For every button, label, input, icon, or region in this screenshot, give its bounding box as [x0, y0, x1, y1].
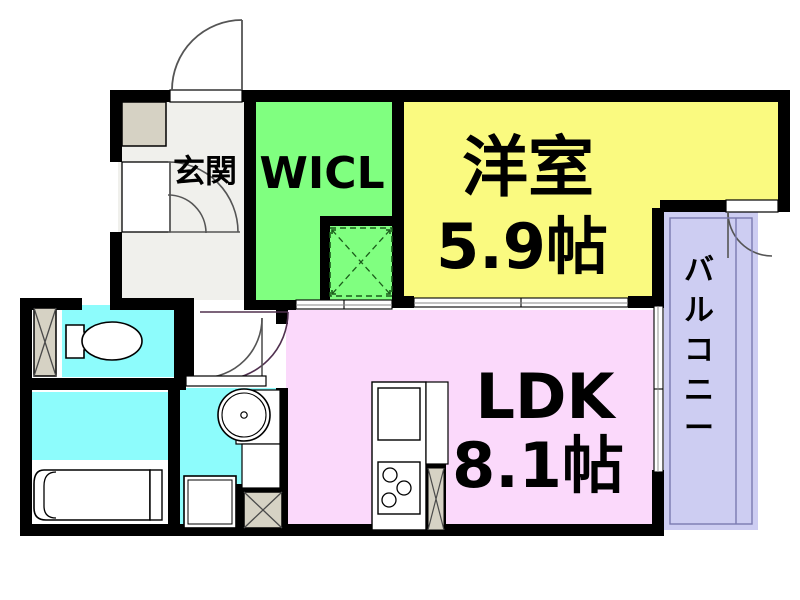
label-bedroom-name: 洋室 — [462, 129, 594, 206]
washroom-door-threshold — [185, 375, 267, 387]
wall-entrance-wicl — [244, 90, 256, 310]
entry-shoe-closet — [121, 101, 167, 147]
label-balcony-char-0: バ — [684, 253, 714, 288]
wall-bath-washroom — [168, 388, 180, 536]
label-balcony-char-4: ー — [684, 411, 714, 446]
label-balcony: バ ル コ ニ ー — [684, 253, 714, 446]
washbasin-fixture — [217, 388, 281, 489]
wall-bedroom-balcony — [652, 208, 664, 304]
wall-left-entrance-lower — [110, 232, 122, 310]
label-entrance: 玄関 — [173, 152, 237, 190]
wall-top-main — [256, 90, 790, 102]
openings — [121, 19, 779, 473]
wicl-storage-shelf — [329, 227, 393, 297]
ldk-balcony-sliding-door — [653, 305, 664, 473]
washroom-door-swing — [201, 317, 263, 379]
entrance-door-swing — [171, 19, 243, 91]
wall-toilet-right — [174, 298, 186, 390]
walls — [20, 90, 790, 536]
wall-wicl-shelf-top — [320, 216, 396, 226]
room-fill-bath — [32, 392, 172, 460]
wall-sanitary-left — [20, 298, 32, 536]
label-ldk-size: 8.1帖 — [452, 429, 624, 502]
wall-right-top — [778, 90, 790, 208]
room-fill-wicl — [256, 98, 392, 300]
wicl-shelf-arrow-4 — [386, 290, 391, 295]
wall-left-entrance — [110, 90, 122, 162]
room-fill-entrance — [118, 98, 246, 330]
wall-bedroom-bottom-left — [392, 296, 414, 308]
bathtub-outline-redraw — [33, 469, 163, 521]
wall-ldk-balcony-lower — [652, 470, 664, 536]
kitchen-side-closet-hatch — [427, 467, 445, 531]
label-balcony-char-1: ル — [684, 293, 714, 328]
label-balcony-char-2: コ — [684, 333, 714, 368]
washroom-storage-closet-hatch — [243, 491, 283, 529]
balcony-rail — [669, 217, 753, 525]
entrance-inner-door-swing — [167, 161, 239, 233]
wicl-shelf-arrow-1 — [331, 229, 336, 234]
entrance-inner-door-panel — [121, 161, 171, 233]
wall-wicl-shelf-left — [320, 216, 330, 300]
toilet-fixture — [65, 321, 143, 361]
kitchen-counter — [371, 381, 449, 531]
toilet-side-closet-hatch — [33, 307, 57, 377]
wall-toilet-bath — [20, 378, 186, 390]
entrance-door-threshold — [169, 89, 243, 103]
wicl-shelf-arrow-2 — [386, 229, 391, 234]
fixtures — [31, 321, 449, 531]
washing-machine-pan-inner — [187, 479, 233, 525]
wall-washroom-closet-left — [236, 484, 244, 532]
bedroom-ldk-sliding-door — [413, 297, 629, 308]
wall-wicl-bedroom — [392, 90, 404, 302]
wicl-ldk-sliding-door — [295, 299, 393, 310]
three-burner-stove — [377, 461, 421, 515]
wicl-storage-shelf-cross — [331, 229, 391, 295]
label-bedroom-size: 5.9帖 — [436, 210, 608, 283]
kitchen-sink — [377, 387, 421, 441]
wall-sanitary-top — [20, 298, 82, 310]
room-fill-bedroom — [402, 98, 782, 300]
label-balcony-char-3: ニ — [684, 373, 714, 408]
wall-ldk-bottom — [286, 524, 664, 536]
wicl-shelf-arrow-3 — [331, 290, 336, 295]
room-labels: 玄関 WICL 洋室 5.9帖 LDK 8.1帖 バ ル コ ニ ー — [173, 129, 714, 502]
storage-closets — [33, 101, 445, 531]
balcony-upper-door-threshold — [725, 199, 779, 213]
wall-bedroom-bottom-right — [628, 296, 664, 308]
wall-wicl-bottom — [244, 300, 296, 310]
wall-corridor-bottom — [110, 298, 176, 310]
kitchen-right-cabinet — [425, 381, 449, 465]
entrance-inner-door-arc — [167, 194, 207, 234]
wall-top-entrance-left — [110, 90, 172, 102]
label-wicl: WICL — [259, 148, 384, 199]
label-ldk-name: LDK — [475, 360, 616, 433]
room-fill-balcony — [664, 212, 758, 530]
